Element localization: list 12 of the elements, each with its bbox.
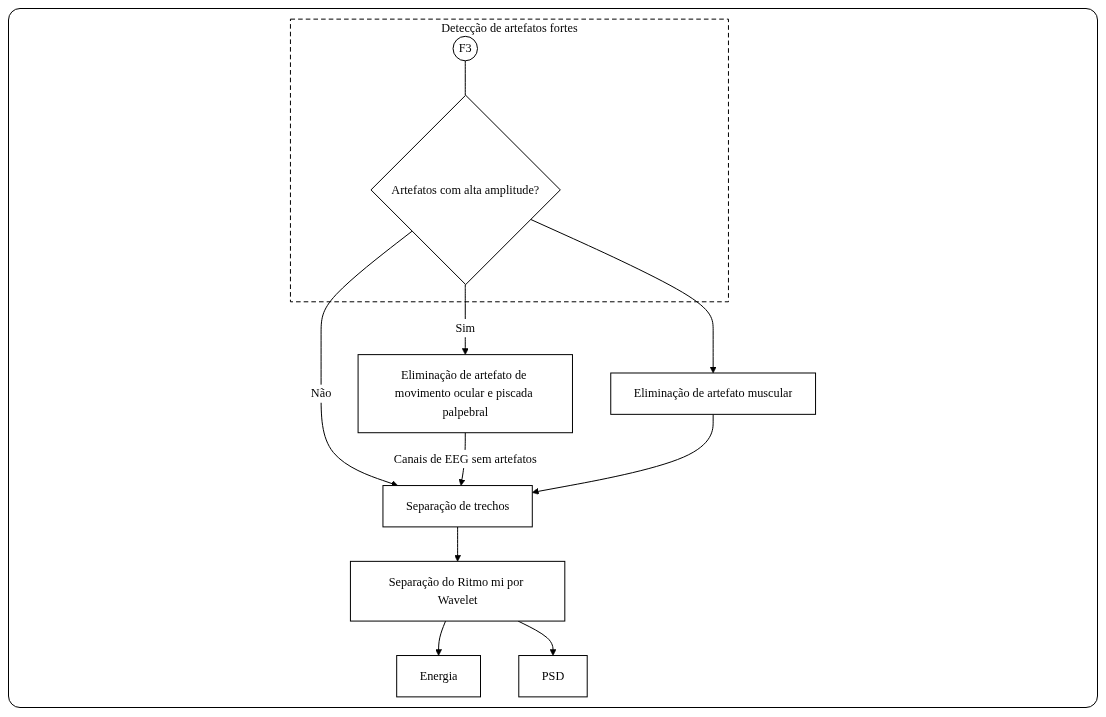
connector [464, 60, 466, 96]
node-box: Eliminação de artefato muscular [610, 372, 817, 415]
node-box: Separação do Ritmo mi por Wavelet [349, 560, 566, 622]
node-diamond: Artefatos com alta amplitude? [370, 94, 561, 286]
edge-label: Não [310, 386, 332, 400]
node-box: PSD [518, 655, 588, 698]
edge-label: Sim [455, 321, 476, 335]
node-box: Separação de trechos [382, 485, 533, 528]
node-box: Eliminação de artefato de movimento ocular e piscada palpebral [357, 354, 573, 434]
node-circle: F3 [452, 35, 478, 62]
edge-label: Canais de EEG sem artefatos [393, 452, 537, 466]
node-box: Energia [396, 655, 481, 698]
